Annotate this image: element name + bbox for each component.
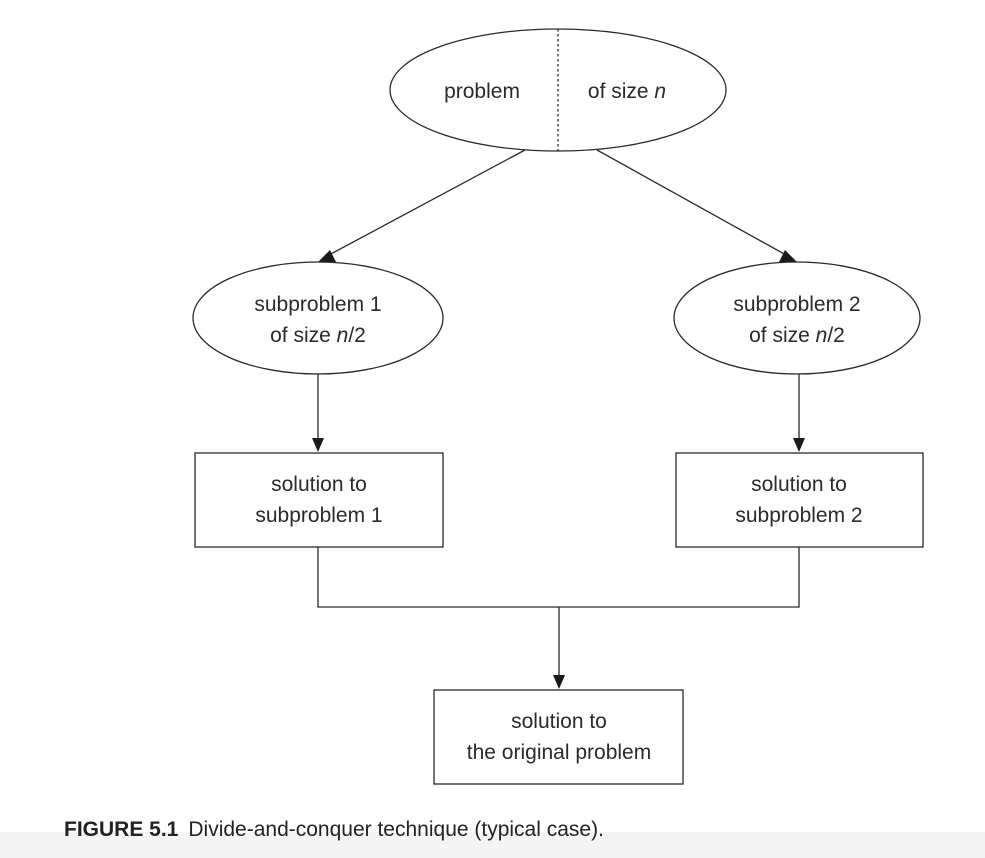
root-problem-node: problem of size n [389, 28, 727, 152]
solution-1-box [194, 452, 444, 548]
figure-caption: FIGURE 5.1 Divide-and-conquer technique (… [64, 817, 604, 843]
subproblem-2-size-var: n [816, 324, 828, 347]
root-right-var: n [654, 80, 666, 103]
root-left-label: problem [444, 80, 520, 103]
subproblem-1-ellipse [192, 261, 444, 375]
subproblem-2-size: of size n/2 [749, 324, 845, 347]
arrowhead-final [553, 675, 565, 689]
final-solution-line1: solution to [511, 710, 607, 733]
figure-caption-text: Divide-and-conquer technique (typical ca… [188, 818, 604, 841]
final-solution-line2: the original problem [467, 741, 651, 764]
subproblem-2-ellipse [673, 261, 921, 375]
root-right-prefix: of size [588, 80, 655, 103]
divide-and-conquer-diagram: problem of size n subproblem 1 of size n… [192, 28, 924, 785]
subproblem-1-size-prefix: of size [270, 324, 337, 347]
final-solution-node: solution to the original problem [433, 689, 684, 785]
subproblem-1-size-var: n [337, 324, 349, 347]
final-solution-box [433, 689, 684, 785]
subproblem-1-title: subproblem 1 [254, 293, 381, 316]
solution-2-line2: subproblem 2 [735, 504, 862, 527]
solution-2-node: solution to subproblem 2 [675, 452, 924, 548]
solution-1-node: solution to subproblem 1 [194, 452, 444, 548]
arrowhead-sub2 [779, 250, 797, 262]
merge-connector [317, 547, 800, 608]
edge-root-to-sub2 [596, 149, 787, 256]
bottom-band [0, 832, 985, 858]
subproblem-1-node: subproblem 1 of size n/2 [192, 261, 444, 375]
subproblem-2-title: subproblem 2 [733, 293, 860, 316]
edge-root-to-sub1 [328, 149, 526, 256]
arrowhead-sol2 [793, 438, 805, 452]
subproblem-1-size-suffix: /2 [348, 324, 366, 347]
arrowhead-sol1 [312, 438, 324, 452]
subproblem-2-node: subproblem 2 of size n/2 [673, 261, 921, 375]
subproblem-2-size-prefix: of size [749, 324, 816, 347]
subproblem-2-size-suffix: /2 [827, 324, 845, 347]
subproblem-1-size: of size n/2 [270, 324, 366, 347]
root-right-label: of size n [588, 80, 666, 103]
solution-2-box [675, 452, 924, 548]
solution-1-line1: solution to [271, 473, 367, 496]
arrowhead-sub1 [318, 250, 336, 262]
solution-2-line1: solution to [751, 473, 847, 496]
solution-1-line2: subproblem 1 [255, 504, 382, 527]
figure-caption-label: FIGURE 5.1 [64, 818, 179, 841]
